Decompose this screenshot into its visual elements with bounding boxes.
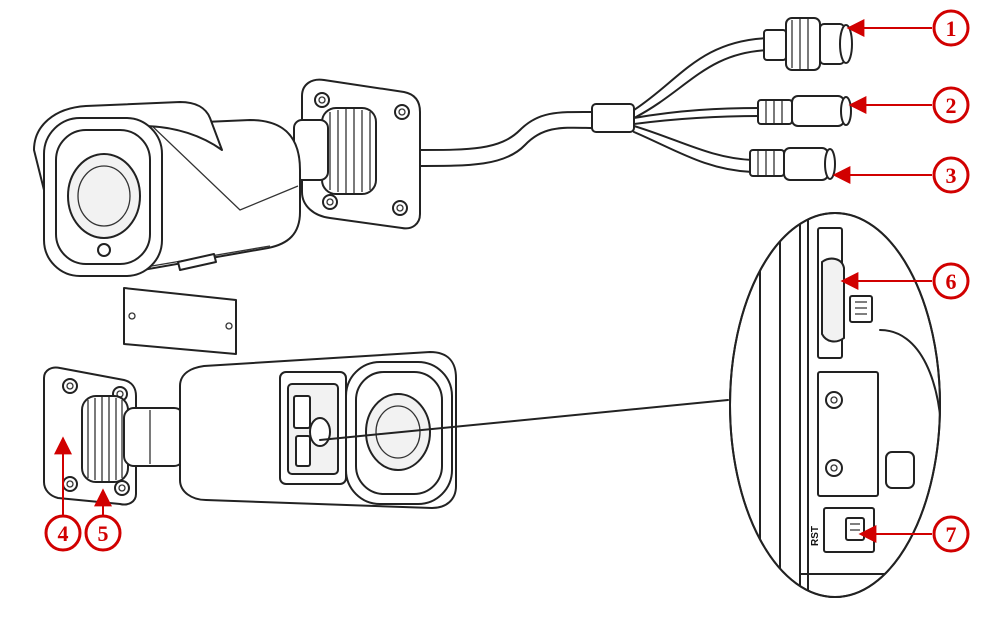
callout-5-label: 5 — [98, 521, 109, 546]
callout-3: 3 — [932, 156, 970, 194]
zoom-detail: RST — [729, 212, 941, 598]
callout-arrows — [54, 19, 932, 543]
callout-7-label: 7 — [946, 522, 957, 547]
camera-front-view — [33, 17, 853, 355]
cable-bundle — [417, 37, 771, 173]
callout-4-label: 4 — [58, 521, 69, 546]
callout-2: 2 — [932, 86, 970, 124]
sd-slot-cover — [123, 287, 237, 355]
mount-base-front — [293, 78, 421, 230]
callout-7: 7 — [932, 515, 970, 553]
callout-4: 4 — [44, 514, 82, 552]
camera-body-rear — [179, 351, 457, 509]
reset-label: RST — [810, 526, 821, 546]
camera-rear-view — [43, 351, 457, 509]
callout-6-label: 6 — [946, 269, 957, 294]
sd-card-slot — [817, 227, 873, 359]
callout-1: 1 — [932, 9, 970, 47]
auxiliary-connector — [749, 147, 836, 181]
power-connector — [757, 95, 852, 127]
callout-6: 6 — [932, 262, 970, 300]
network-connector — [763, 17, 853, 71]
camera-body-front — [33, 101, 301, 277]
callout-2-label: 2 — [946, 93, 957, 118]
callout-5: 5 — [84, 514, 122, 552]
zoom-leader-line — [319, 399, 729, 441]
adjustment-ring — [81, 395, 185, 483]
callout-1-label: 1 — [946, 16, 957, 41]
callout-3-label: 3 — [946, 163, 957, 188]
